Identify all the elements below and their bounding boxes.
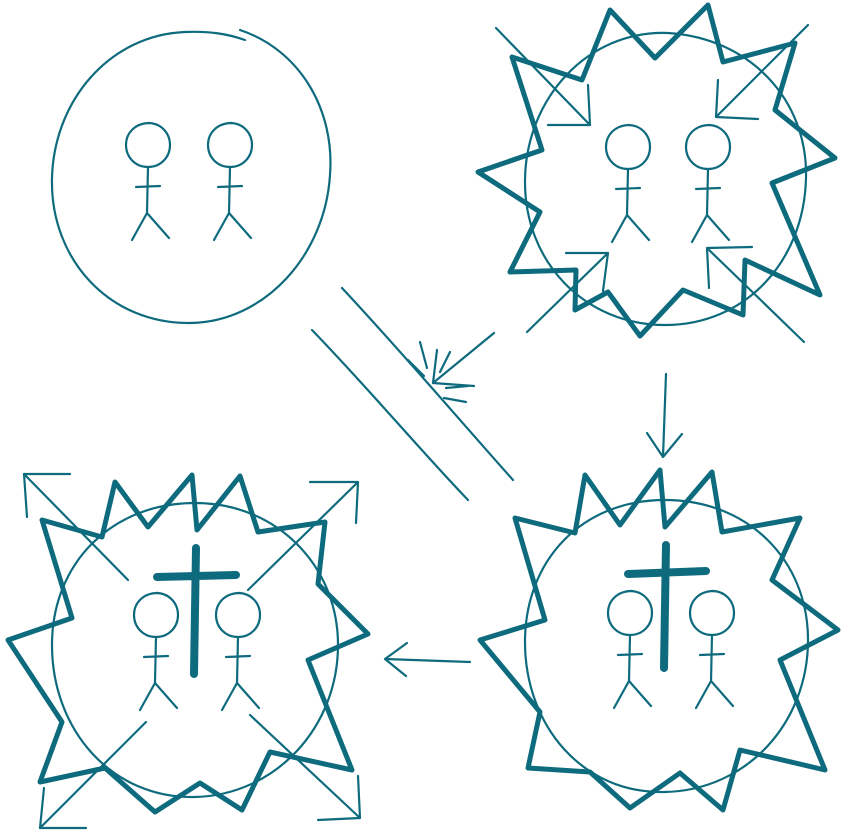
stick-figure-icon [216,593,260,710]
stick-figure-icon [686,125,730,242]
arrow-icon [385,643,470,676]
inward-arrows [496,25,808,342]
arrow-icon [716,25,808,119]
arrow-icon [433,333,494,386]
stick-figure-icon [608,591,652,708]
panel-couple-with-cross [480,470,838,810]
stick-figure-icon [134,593,178,710]
panel-couple-in-circle [52,30,331,323]
stick-figure-icon [606,125,650,242]
cross-icon [628,545,706,668]
panel-couple-under-pressure [478,5,835,342]
barrier-with-deflected-arrow [312,288,513,500]
burst-icon [478,5,835,336]
arrow-icon [248,482,358,590]
stick-figure-icon [208,123,252,240]
stick-figure-icon [126,123,170,240]
panel-couple-with-cross-radiating [8,474,368,828]
arrow-icon [527,253,608,332]
cross-icon [157,548,236,674]
arrow-icon [707,247,804,342]
circle-outline [52,30,331,323]
burst-icon [480,470,838,810]
stick-figure-icon [690,591,734,708]
barrier-icon [342,288,513,480]
barrier-icon [312,330,468,500]
arrow-icon [647,374,682,457]
